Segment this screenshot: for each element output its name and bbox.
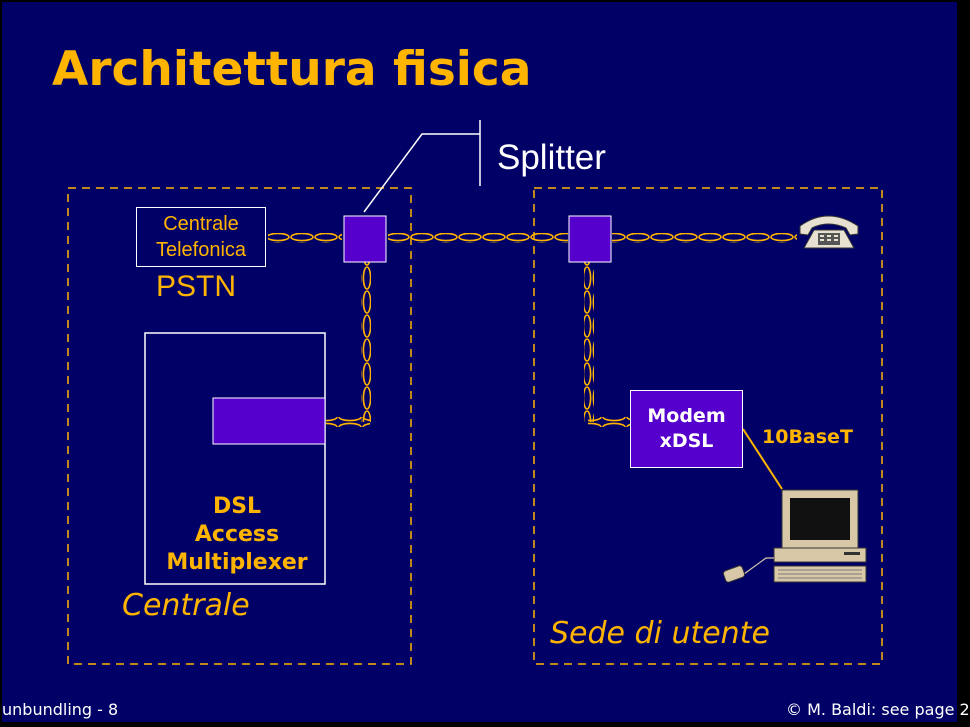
splitter-callout-line [363,133,480,213]
splitter-utente [568,215,612,263]
splitter-label: Splitter [497,138,606,177]
page-title: Architettura fisica [52,42,532,97]
diagram-canvas [67,120,883,665]
ethernet-label: 10BaseT [762,426,853,448]
telephone-icon [799,215,859,249]
centrale-region-label: Centrale [122,588,250,623]
cable-splitter1-down [361,262,371,422]
ethernet-cable [742,428,783,490]
dslam-label-line3: Multiplexer [166,550,308,575]
dslam-rack [144,332,326,585]
computer-icon [773,489,867,583]
modem-label-line1: Modem [647,405,726,427]
cable-modem-link [588,417,630,427]
modem-label-line2: xDSL [659,430,714,452]
footer-copyright: © M. Baldi: see page 2 [786,700,970,719]
pstn-box [136,207,266,267]
cable-dslam-link [326,417,370,427]
mouse-icon [722,557,774,583]
modem-box [630,390,743,468]
dslam-module [212,397,326,445]
centrale-region [67,187,412,665]
dslam-label-line1: DSL [212,494,262,519]
cable-splitter2-down [584,262,594,422]
sede-region [533,187,883,665]
pstn-label: PSTN [156,270,237,303]
footer-slide-number: unbundling - 8 [2,700,119,719]
sede-region-label: Sede di utente [550,616,770,651]
cable-pstn-splitter [268,233,342,243]
pstn-label-line2: Telefonica [155,239,247,261]
cable-splitter-phone [612,233,797,243]
cable-splitter-splitter [388,233,568,243]
splitter-centrale [343,215,387,263]
pstn-label-line1: Centrale [163,213,239,235]
dslam-label-line2: Access [194,522,280,547]
